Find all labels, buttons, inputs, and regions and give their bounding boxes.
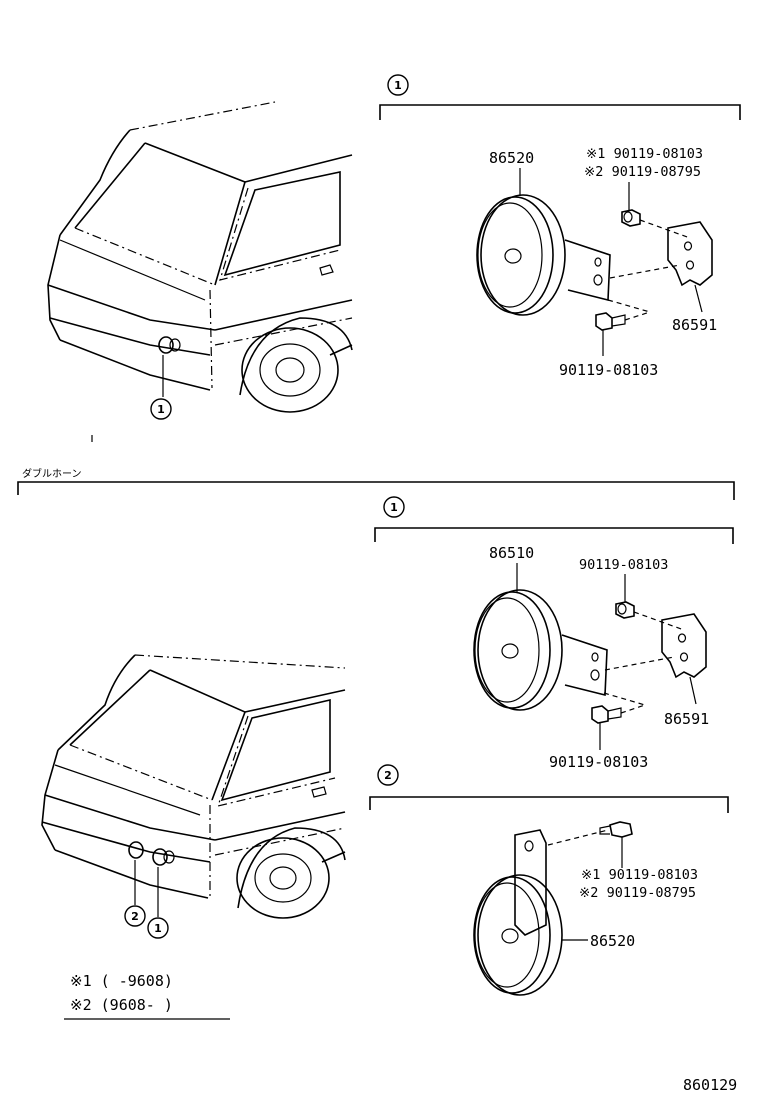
callout-1-lower-panel: 1 bbox=[383, 496, 405, 518]
part-label-90119-08103-top-note1: ※1 90119-08103 bbox=[586, 146, 703, 162]
svg-text:1: 1 bbox=[390, 501, 398, 514]
horn-86520-lower bbox=[473, 829, 588, 996]
bolt-lower-1-upper bbox=[615, 574, 685, 631]
panel-bracket-top bbox=[379, 104, 741, 120]
svg-text:2: 2 bbox=[384, 769, 392, 782]
svg-text:2: 2 bbox=[131, 910, 139, 923]
part-label-90119-08103-lower: 90119-08103 bbox=[549, 753, 648, 771]
bracket-86591-top bbox=[609, 221, 713, 313]
svg-text:1: 1 bbox=[394, 79, 402, 92]
part-label-86520-top: 86520 bbox=[489, 149, 534, 167]
callout-1-top-vehicle: 1 bbox=[150, 398, 172, 420]
bolt-top-upper bbox=[621, 182, 691, 239]
bolt-lower-2 bbox=[547, 821, 633, 868]
panel-bracket-lower-2 bbox=[369, 796, 729, 813]
part-label-90119-08103-top: 90119-08103 bbox=[559, 361, 658, 379]
legend-note-2: ※2 (9608- ) bbox=[70, 996, 173, 1014]
part-label-86510-lower: 86510 bbox=[489, 544, 534, 562]
vehicle-illustration-top bbox=[47, 101, 353, 413]
part-label-90119-08795-lower-2-note2: ※2 90119-08795 bbox=[579, 885, 696, 901]
callout-2-lower-panel: 2 bbox=[377, 764, 399, 786]
horn-86520-top bbox=[476, 168, 611, 316]
section-bracket bbox=[17, 481, 735, 500]
part-label-86591-lower: 86591 bbox=[664, 710, 709, 728]
part-label-90119-08103-lower-2-note1: ※1 90119-08103 bbox=[581, 867, 698, 883]
callout-1-lower-vehicle: 1 bbox=[147, 917, 169, 939]
svg-text:1: 1 bbox=[157, 403, 165, 416]
section-header-double-horn: ダブルホーン bbox=[22, 467, 82, 480]
legend-note-1: ※1 ( -9608) bbox=[70, 972, 173, 990]
callout-1-top-panel: 1 bbox=[387, 74, 409, 96]
svg-text:1: 1 bbox=[154, 922, 162, 935]
horn-86510-lower bbox=[473, 563, 608, 711]
bolt-lower-1-lower bbox=[591, 692, 646, 750]
callout-2-lower-vehicle: 2 bbox=[124, 905, 146, 927]
panel-bracket-lower-1 bbox=[374, 527, 734, 544]
bracket-86591-lower bbox=[604, 613, 707, 705]
bolt-top-lower bbox=[595, 299, 651, 356]
figure-code: 860129 bbox=[683, 1076, 737, 1094]
part-label-86520-lower: 86520 bbox=[590, 932, 635, 950]
part-label-90119-08103-lower-upper: 90119-08103 bbox=[579, 557, 668, 573]
part-label-90119-08795-top-note2: ※2 90119-08795 bbox=[584, 164, 701, 180]
part-label-86591-top: 86591 bbox=[672, 316, 717, 334]
vehicle-illustration-lower bbox=[41, 654, 346, 919]
